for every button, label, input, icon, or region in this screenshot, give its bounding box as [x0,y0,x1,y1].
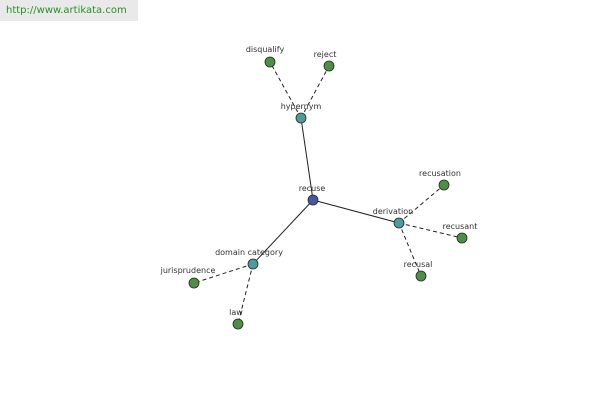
node-label-jurisprudence: jurisprudence [160,266,216,275]
node-label-recusation: recusation [419,169,461,178]
node-leaf-recusant[interactable] [456,232,468,244]
nodes-layer [188,56,468,330]
edge-root-to-derivation [312,199,400,224]
node-label-root: recuse [299,184,326,193]
node-label-hypernym: hypernym [281,102,322,111]
edge-derivation-to-recusant [398,222,463,239]
edge-derivation-to-recusation [398,184,445,224]
watermark-url[interactable]: http://www.artikata.com [6,5,127,16]
node-label-recusant: recusant [443,222,478,231]
node-label-recusal: recusal [404,260,433,269]
edge-hypernym-to-reject [300,65,330,119]
edge-hypernym-to-disqualify [269,61,302,119]
node-label-reject: reject [314,50,337,59]
node-leaf-recusal[interactable] [415,270,427,282]
edge-domain-category-to-law [237,263,254,325]
node-category-hypernym[interactable] [295,112,307,124]
edge-domain-category-to-jurisprudence [193,263,254,284]
watermark-banner: http://www.artikata.com [0,0,138,21]
node-category-domain-category[interactable] [247,258,259,270]
edges-layer [193,61,463,325]
edge-root-to-hypernym [300,117,314,201]
node-label-law: law [229,308,243,317]
node-leaf-jurisprudence[interactable] [188,277,200,289]
node-leaf-law[interactable] [232,318,244,330]
edge-root-to-domain-category [252,199,314,265]
edge-derivation-to-recusal [398,222,422,277]
node-category-derivation[interactable] [393,217,405,229]
node-label-domain-category: domain category [215,248,283,257]
node-leaf-disqualify[interactable] [264,56,276,68]
node-root[interactable] [307,194,319,206]
node-leaf-recusation[interactable] [438,179,450,191]
node-label-derivation: derivation [373,207,413,216]
labels-layer: recuse hypernym disqualify reject derivation… [160,45,478,317]
node-leaf-reject[interactable] [323,60,335,72]
node-label-disqualify: disqualify [246,45,285,54]
